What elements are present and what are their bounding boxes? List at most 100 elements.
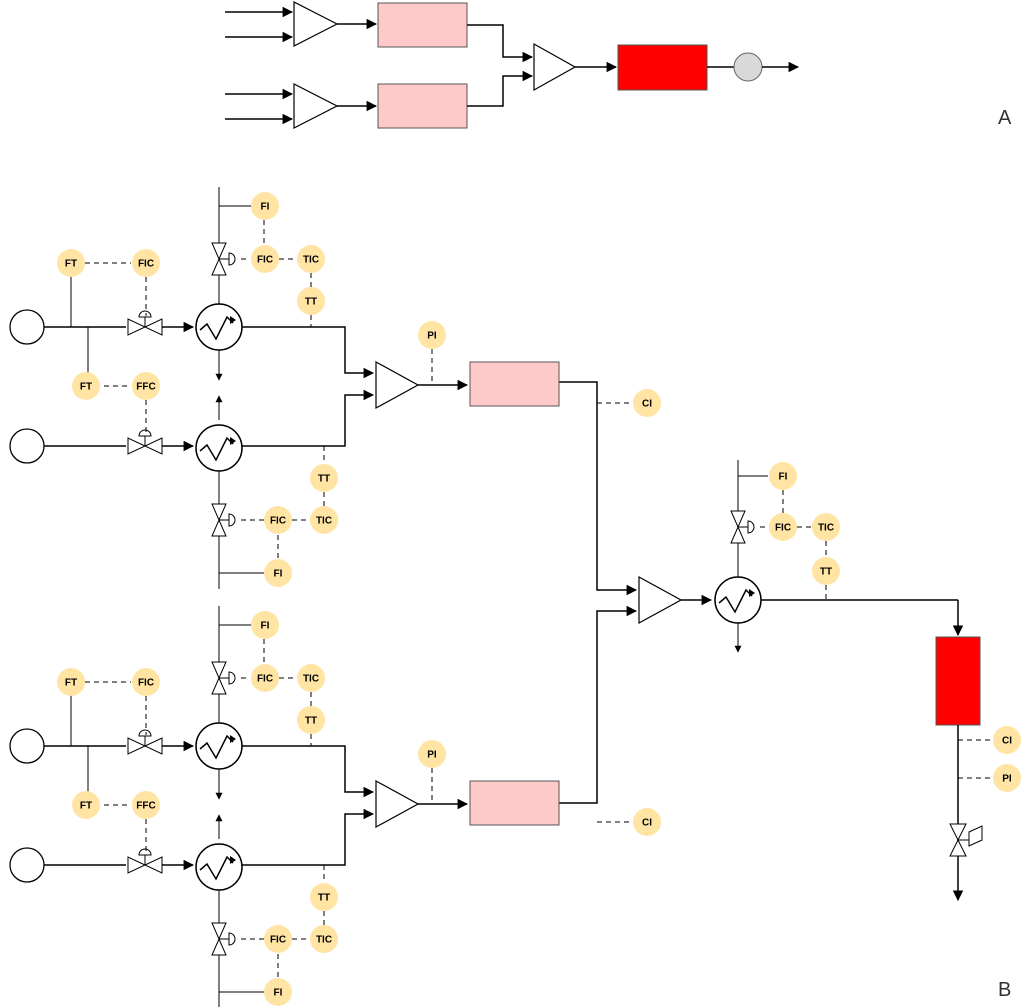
instrument-label: FI [261, 202, 270, 213]
instrument-ft: FT [57, 668, 85, 696]
instrument-bubble [418, 321, 446, 349]
instrument-bubble [310, 883, 338, 911]
instrument-bubble [297, 664, 325, 692]
instrument-ffc: FFC [132, 372, 160, 400]
instrument-label: FIC [257, 255, 273, 266]
heat-exchanger [195, 424, 243, 472]
instrument-bubble [264, 978, 292, 1006]
instrument-bubble [264, 559, 292, 587]
instrument-bubble [418, 740, 446, 768]
instrument-bubble [769, 462, 797, 490]
heat-exchanger [195, 722, 243, 770]
instrument-fic: FIC [251, 245, 279, 273]
instrument-label: FIC [138, 678, 154, 689]
instrument-label: CI [642, 818, 652, 829]
utility-valve-bottom [211, 503, 236, 537]
instrument-bubble [297, 706, 325, 734]
panel-a: A [225, 1, 1012, 129]
instrument-ci: CI [633, 808, 661, 836]
instrument-bubble [57, 668, 85, 696]
instrument-ft: FT [72, 372, 100, 400]
product-valve [949, 823, 983, 857]
instrument-ci: CI [993, 726, 1021, 754]
instrument-ft: FT [72, 791, 100, 819]
feed-valve-main [127, 729, 163, 755]
feed-valve-main [127, 310, 163, 336]
heat-exchanger [195, 303, 243, 351]
mixer-a3 [533, 42, 577, 92]
instrument-bubble [264, 925, 292, 953]
instrument-tt: TT [310, 464, 338, 492]
mixer [375, 779, 420, 829]
flow-line [242, 326, 375, 379]
instrument-label: FI [261, 621, 270, 632]
instrument-tt: TT [812, 557, 840, 585]
instrument-label: TIC [316, 516, 332, 527]
instrument-fic: FIC [264, 506, 292, 534]
feed-source [9, 847, 45, 883]
instrument-label: FIC [270, 516, 286, 527]
instrument-bubble [264, 506, 292, 534]
instrument-bubble [633, 389, 661, 417]
instrument-bubble [72, 372, 100, 400]
instrument-tic: TIC [310, 506, 338, 534]
instrument-tic: TIC [812, 513, 840, 541]
instrument-bubble [993, 726, 1021, 754]
instrument-bubble [993, 764, 1021, 792]
instrument-bubble [297, 245, 325, 273]
instrument-fic: FIC [132, 668, 160, 696]
instrument-bubble [769, 513, 797, 541]
utility-valve-bottom [211, 922, 236, 956]
instrument-fic: FIC [769, 513, 797, 541]
instrument-bubble [310, 506, 338, 534]
mixer-central [638, 575, 683, 625]
instrument-label: FFC [136, 801, 155, 812]
instrument-bubble [251, 245, 279, 273]
reactor-a1 [377, 2, 468, 48]
instrument-label: FT [65, 678, 77, 689]
reactor-a2 [377, 83, 468, 129]
instrument-label: FI [779, 472, 788, 483]
heat-exchanger [195, 843, 243, 891]
instrument-label: FFC [136, 382, 155, 393]
instrument-bubble [57, 249, 85, 277]
instrument-pi: PI [993, 764, 1021, 792]
instrument-label: PI [1002, 774, 1012, 785]
instrument-bubble [812, 513, 840, 541]
instrument-label: TT [305, 297, 317, 308]
instrument-label: FI [274, 988, 283, 999]
instrument-label: TIC [818, 523, 834, 534]
instrument-label: FT [65, 259, 77, 270]
instrument-fi: FI [251, 192, 279, 220]
section-label-b: B [998, 979, 1011, 1001]
instrument-fic: FIC [132, 249, 160, 277]
instrument-label: TIC [303, 674, 319, 685]
product-sink-a [733, 52, 763, 82]
instrument-pi: PI [418, 321, 446, 349]
instrument-bubble [310, 464, 338, 492]
instrument-label: TIC [303, 255, 319, 266]
instrument-bubble [132, 249, 160, 277]
instrument-fic: FIC [264, 925, 292, 953]
instrument-label: TT [318, 474, 330, 485]
instrument-bubble [251, 611, 279, 639]
instrument-bubble [633, 808, 661, 836]
instrument-pi: PI [418, 740, 446, 768]
instrument-ci: CI [633, 389, 661, 417]
flow-line [242, 808, 375, 866]
instrument-tic: TIC [297, 664, 325, 692]
panel-b: B FT FIC FT FFC FI FIC TIC TT FIC TIC TT FI PI CI FT FI… [9, 187, 1021, 1007]
instrument-label: TT [820, 567, 832, 578]
instrument-label: CI [642, 399, 652, 410]
reactor [469, 361, 560, 407]
mixer-a2 [293, 83, 339, 129]
instrument-label: FI [274, 569, 283, 580]
mixer-a1 [293, 1, 339, 47]
instrument-bubble [297, 287, 325, 315]
instrument-label: FT [80, 801, 92, 812]
instrument-fi: FI [251, 611, 279, 639]
instrument-ft: FT [57, 249, 85, 277]
instrument-label: FT [80, 382, 92, 393]
feed-valve-ratio [127, 848, 163, 874]
heat-exchanger [714, 576, 762, 624]
